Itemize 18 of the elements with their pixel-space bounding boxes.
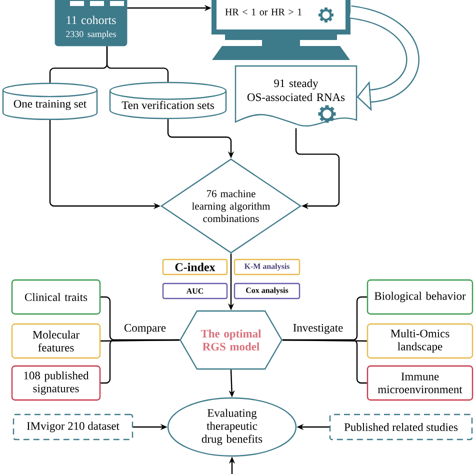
arrow: [349, 5, 420, 112]
rounded-box: Multi-Omics landscape: [366, 323, 474, 359]
monitor-screen: HR < 1 or HR > 1: [212, 0, 350, 34]
database-cylinder: Ten verification sets: [109, 82, 227, 120]
arrow: [295, 128, 340, 210]
metric-box: C-index: [162, 258, 228, 276]
cohort-box: 11 cohorts 2330 samples: [54, 0, 128, 46]
dashed-box: Published related studies: [329, 414, 473, 440]
rounded-box: 108 published signatures: [11, 365, 101, 401]
edge-label: Compare: [124, 324, 166, 334]
rounded-box: Clinical traits: [11, 279, 101, 315]
rounded-box: Molecular features: [11, 323, 101, 359]
rounded-box: Immune microenvironment: [366, 365, 474, 401]
rounded-box: Biological behavior: [366, 279, 474, 315]
dashed-box: IMvigor 210 dataset: [12, 414, 134, 440]
database-cylinder: One training set: [2, 82, 98, 120]
hexagon: The optimal RGS model: [180, 310, 282, 370]
edge-label: Investigate: [293, 324, 343, 334]
